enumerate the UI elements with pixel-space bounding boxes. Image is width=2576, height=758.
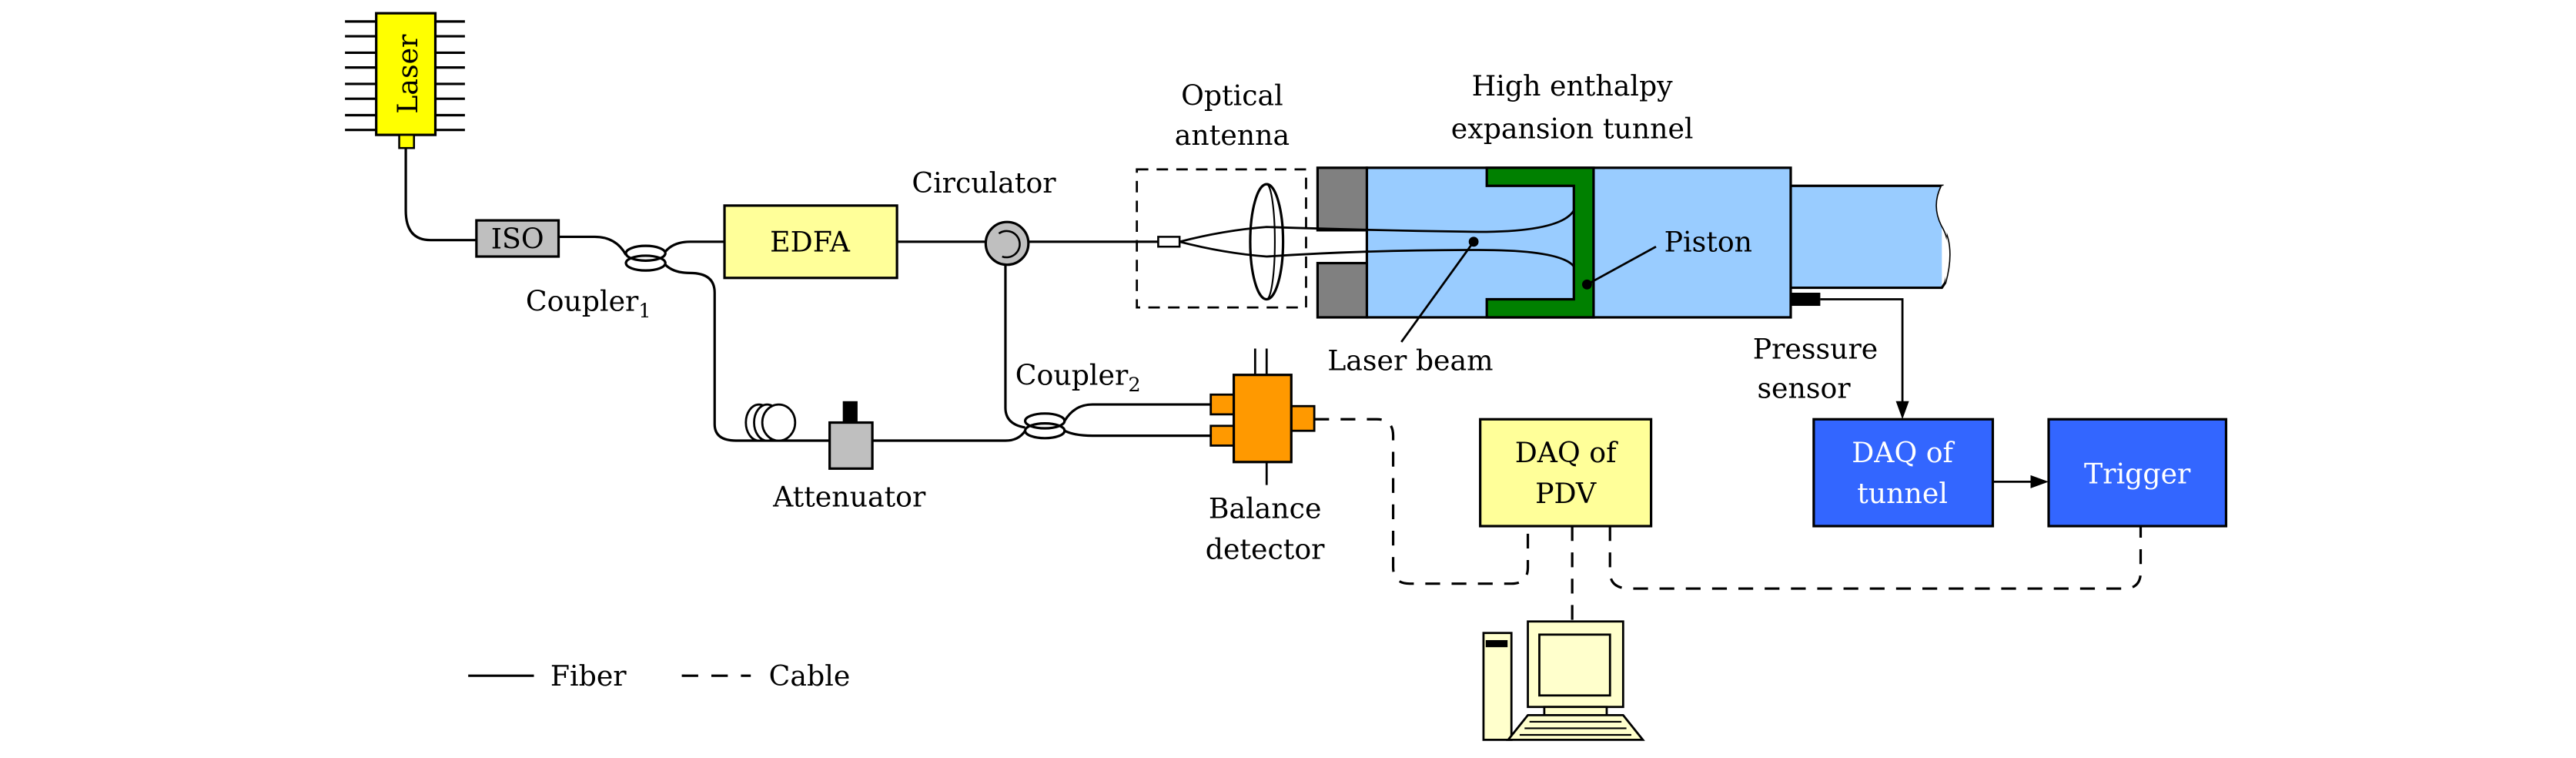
nozzle-block-bottom (1316, 261, 1369, 319)
fiber-coupler2-detector-a (1063, 403, 1211, 422)
arrow-icon (1895, 401, 1909, 420)
laser-beam-label: Laser beam (1327, 344, 1493, 377)
trigger (2047, 418, 2228, 528)
nozzle-block-top (1316, 166, 1369, 232)
circulator-arrow-icon (998, 230, 1021, 259)
fiber-coil (744, 403, 797, 442)
attenuator-knob (842, 401, 858, 424)
optical-antenna-box (1136, 168, 1307, 309)
fiber-laser-iso (404, 148, 477, 242)
circulator-label: Circulator (912, 166, 1056, 200)
cable-daq-trigger (1608, 525, 2143, 590)
legend-cable: Cable (769, 659, 851, 693)
coupler2-label: Coupler2 (1015, 358, 1141, 397)
piston-label: Piston (1664, 226, 1752, 259)
coupler1-label: Coupler1 (526, 284, 651, 323)
lens (1249, 183, 1285, 301)
trigger-label: Trigger (2084, 458, 2191, 491)
coupler1 (624, 244, 667, 272)
iso-label: ISO (491, 222, 544, 255)
legend-fiber: Fiber (550, 659, 627, 693)
detector-port-out (1290, 404, 1316, 432)
fiber-collimator (1157, 236, 1181, 248)
laser-beam (1179, 210, 1575, 267)
edfa (723, 204, 898, 280)
laser-label: Laser (391, 34, 424, 114)
arrow-icon (2030, 475, 2049, 488)
laser-connector (398, 133, 416, 149)
circulator (984, 220, 1030, 267)
computer-icon (1482, 620, 1645, 741)
daq-pdv (1479, 418, 1653, 528)
tunnel-tube (1790, 186, 1942, 288)
coupler2 (1023, 412, 1066, 440)
daq-tunnel (1812, 418, 1995, 528)
fiber-coupler2-detector-b (1064, 429, 1211, 438)
detector-port-b (1209, 424, 1235, 447)
isolator (475, 219, 560, 258)
fiber-iso-coupler1 (558, 235, 627, 256)
fiber-coupler1-lower (664, 263, 830, 442)
piston (1485, 166, 1595, 319)
edfa-label: EDFA (770, 226, 851, 259)
pressure-sensor (1790, 292, 1821, 307)
laser-pins (345, 20, 465, 132)
attenuator (828, 421, 874, 470)
fiber-coupler1-edfa (664, 240, 725, 253)
fiber-circulator-coupler2 (1004, 264, 1025, 429)
attenuator-label: Attenuator (772, 480, 926, 513)
fiber-attenuator-coupler2 (872, 430, 1026, 442)
balance-detector (1232, 374, 1293, 464)
detector-port-a (1209, 393, 1235, 416)
